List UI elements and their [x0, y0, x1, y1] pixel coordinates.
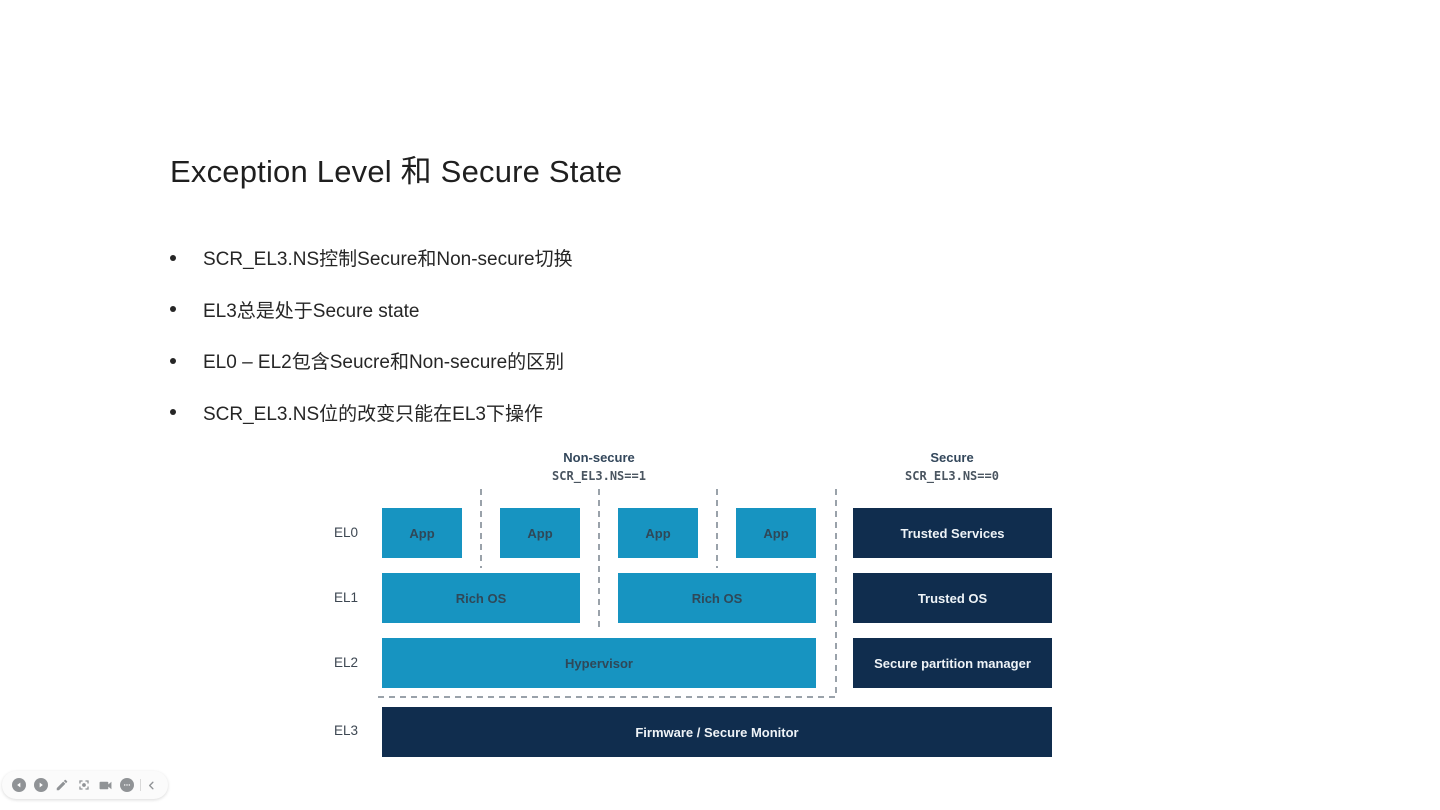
hypervisor-box: Hypervisor	[382, 638, 816, 688]
bullet-dot	[170, 357, 176, 364]
dashed-separator	[716, 489, 718, 568]
app-box: App	[500, 508, 580, 558]
presenter-toolbar	[2, 771, 168, 799]
nonsecure-region-label: Non-secure	[563, 450, 635, 465]
page-title: Exception Level 和 Secure State	[170, 154, 623, 189]
row-label-el3: EL3	[334, 723, 359, 738]
secure-boundary-vertical-dash	[835, 489, 837, 697]
dashed-separator	[598, 489, 600, 630]
secure-partition-manager-box: Secure partition manager	[853, 638, 1052, 688]
firmware-secure-monitor-box: Firmware / Secure Monitor	[382, 707, 1052, 757]
bullet-dot	[170, 306, 176, 313]
laser-pointer-button[interactable]	[73, 771, 95, 799]
record-button[interactable]	[95, 771, 117, 799]
previous-slide-button[interactable]	[8, 771, 30, 799]
bullet-text: EL0 – EL2包含Seucre和Non-secure的区别	[203, 352, 565, 374]
secure-region-condition: SCR_EL3.NS==0	[905, 469, 999, 483]
row-label-el2: EL2	[334, 655, 359, 670]
row-label-el0: EL0	[334, 525, 359, 540]
rich-os-box: Rich OS	[618, 573, 816, 623]
video-camera-icon	[99, 781, 112, 789]
next-slide-button[interactable]	[30, 771, 52, 799]
toolbar-divider	[140, 779, 142, 791]
secure-boundary-horizontal-dash	[378, 696, 837, 698]
bullet-dot	[170, 409, 176, 416]
pen-icon	[56, 779, 68, 791]
trusted-os-box: Trusted OS	[853, 573, 1052, 623]
row-label-el1: EL1	[334, 590, 359, 605]
dashed-separator	[480, 489, 482, 568]
previous-icon	[11, 778, 26, 792]
bullet-text: SCR_EL3.NS位的改变只能在EL3下操作	[203, 403, 543, 425]
laser-pointer-icon	[79, 780, 89, 790]
bullet-list: SCR_EL3.NS控制Secure和Non-secure切换 EL3总是处于S…	[170, 232, 573, 438]
secure-region-label: Secure	[930, 450, 974, 465]
bullet-dot	[170, 254, 176, 261]
bullet-text: EL3总是处于Secure state	[203, 300, 420, 322]
app-box: App	[618, 508, 698, 558]
more-icon	[120, 778, 135, 792]
more-button[interactable]	[116, 771, 138, 799]
chevron-left-icon	[149, 781, 154, 789]
collapse-toolbar-button[interactable]	[143, 771, 160, 799]
pen-button[interactable]	[51, 771, 73, 799]
app-box: App	[382, 508, 462, 558]
list-item: SCR_EL3.NS位的改变只能在EL3下操作	[170, 387, 573, 439]
app-box: App	[736, 508, 816, 558]
trusted-services-box: Trusted Services	[853, 508, 1052, 558]
rich-os-box: Rich OS	[382, 573, 580, 623]
list-item: EL3总是处于Secure state	[170, 284, 573, 336]
next-icon	[33, 778, 48, 792]
nonsecure-region-condition: SCR_EL3.NS==1	[552, 469, 646, 483]
list-item: EL0 – EL2包含Seucre和Non-secure的区别	[170, 335, 573, 387]
list-item: SCR_EL3.NS控制Secure和Non-secure切换	[170, 232, 573, 284]
bullet-text: SCR_EL3.NS控制Secure和Non-secure切换	[203, 249, 573, 271]
